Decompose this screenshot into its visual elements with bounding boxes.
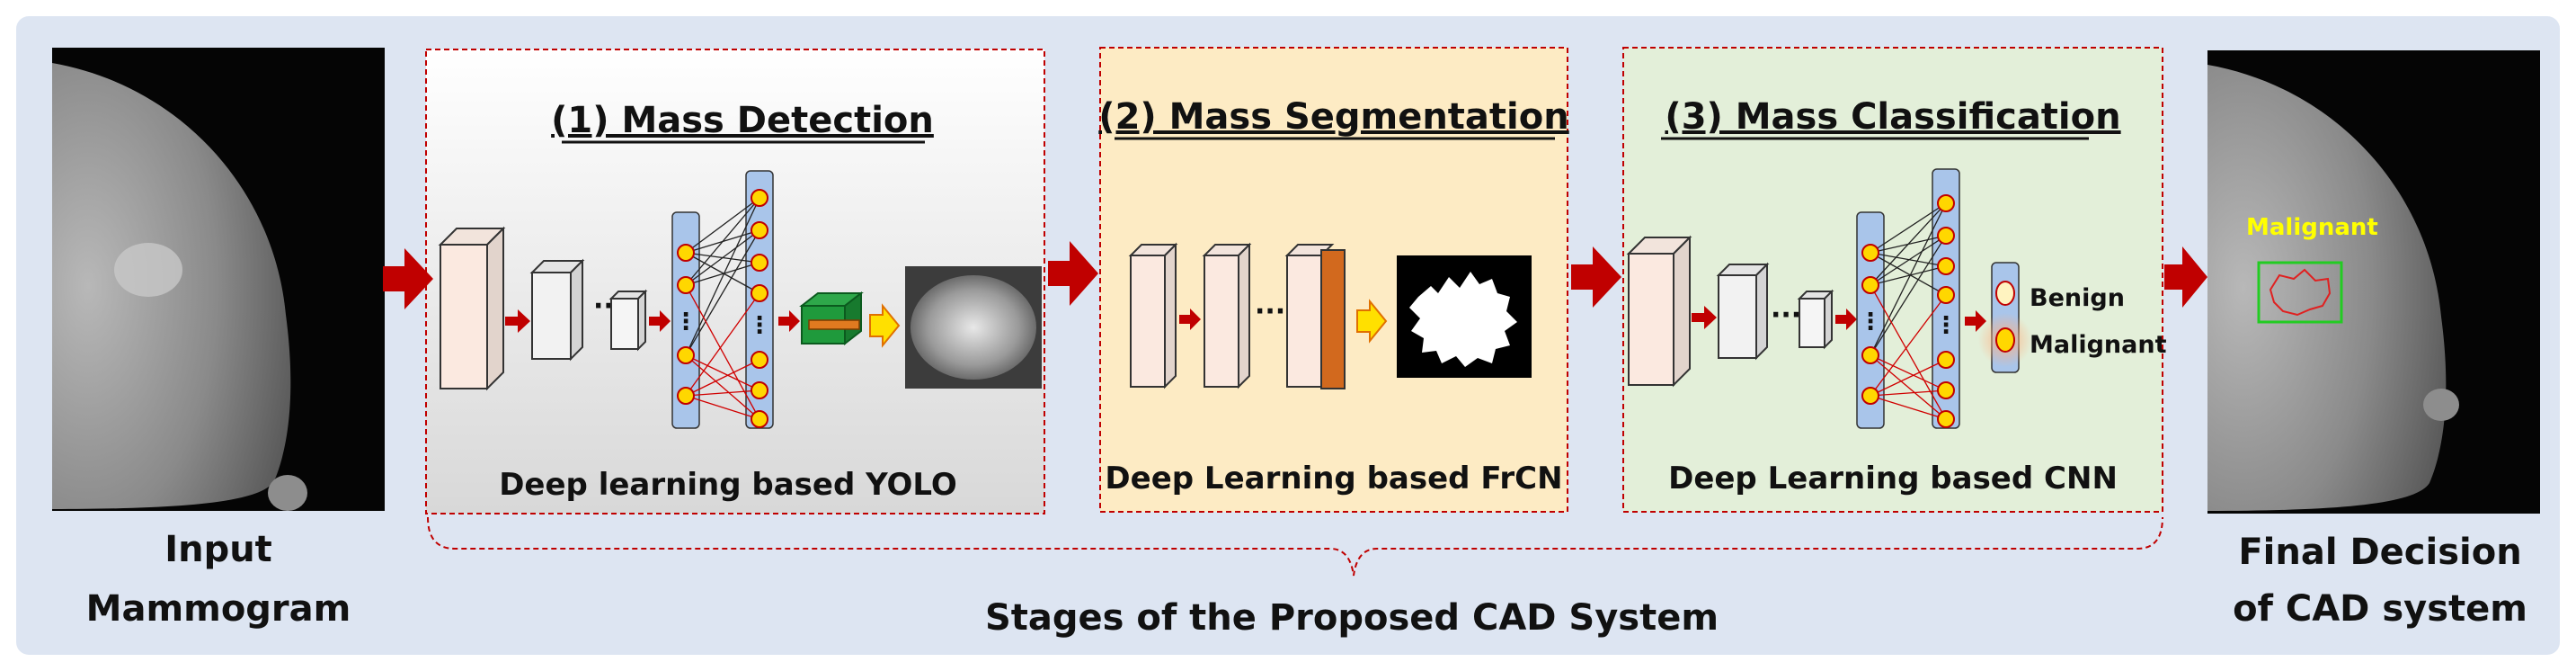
stage-1-inner-arrow-1: [505, 309, 530, 333]
stage-3-conv-block-2: [1716, 262, 1770, 361]
input-label-line2: Mammogram: [86, 588, 351, 630]
input-label-line1: Input: [164, 529, 272, 570]
stage-1-title: (1) Mass Detection: [551, 100, 934, 141]
stage-1-caption: Deep learning based YOLO: [499, 467, 957, 503]
stage-2-ellipsis: ···: [1255, 296, 1285, 327]
detected-roi-image: [905, 266, 1042, 389]
stage-2-conv-block-2: [1202, 242, 1252, 389]
svg-text:⋮: ⋮: [674, 309, 697, 336]
stage-3-fc-network: ⋮ ⋮: [1856, 168, 1960, 429]
final-decision-image: [2207, 50, 2540, 514]
stage-1-inner-arrow-3: [778, 310, 800, 332]
stage-3-caption: Deep Learning based CNN: [1668, 461, 2118, 497]
svg-text:⋮: ⋮: [1934, 312, 1958, 339]
flow-arrow-stage2-to-stage3: [1571, 246, 1621, 308]
stage-1-inner-arrow-2: [649, 310, 671, 332]
stage-1-conv-block-2: [529, 258, 585, 362]
stage-2-title: (2) Mass Segmentation: [1098, 96, 1568, 138]
stage-2-yellow-arrow: [1356, 299, 1388, 344]
stage-2-caption: Deep Learning based FrCN: [1105, 461, 1562, 497]
stage-3-ellipsis: ···: [1771, 300, 1801, 331]
malignant-bounding-box: [2257, 261, 2343, 324]
stage-1-fc-network: ⋮ ⋮: [671, 170, 774, 429]
malignant-contour: [2269, 268, 2332, 317]
output-label-line2: of CAD system: [2233, 588, 2527, 630]
segmentation-mask-image: [1397, 255, 1532, 378]
stage-2-conv-block-3: [1284, 244, 1346, 389]
output-layer: [1978, 262, 2032, 373]
detection-output-icon: [799, 291, 864, 346]
stage-1-yellow-arrow: [869, 303, 901, 348]
flow-arrow-input-to-stage1: [383, 248, 433, 309]
stage-3-inner-arrow-1: [1692, 306, 1717, 329]
output-label-line1: Final Decision: [2238, 532, 2521, 573]
flow-arrow-stage3-to-output: [2164, 246, 2207, 308]
flow-arrow-stage1-to-stage2: [1048, 241, 1098, 306]
stage-2-inner-arrow-1: [1179, 309, 1201, 330]
stage-3-conv-block-1: [1626, 235, 1692, 388]
stage-3-inner-arrow-2: [1835, 309, 1857, 330]
class-label-malignant: Malignant: [2030, 331, 2167, 359]
stages-caption: Stages of the Proposed CAD System: [985, 597, 1719, 639]
input-mammogram-image: [52, 48, 385, 511]
malignant-tag: Malignant: [2246, 214, 2378, 241]
stage-3-inner-arrow-3: [1965, 310, 1986, 332]
svg-text:⋮: ⋮: [748, 312, 771, 339]
stage-2-conv-block-1: [1128, 242, 1178, 389]
stage-1-conv-block-3: [608, 289, 648, 352]
stage-1-conv-block-1: [438, 226, 506, 391]
stages-brace: [427, 516, 2163, 577]
svg-text:⋮: ⋮: [1859, 309, 1882, 336]
class-label-benign: Benign: [2030, 284, 2125, 312]
stage-3-title: (3) Mass Classification: [1665, 96, 2120, 138]
stage-3-conv-block-3: [1797, 289, 1834, 350]
